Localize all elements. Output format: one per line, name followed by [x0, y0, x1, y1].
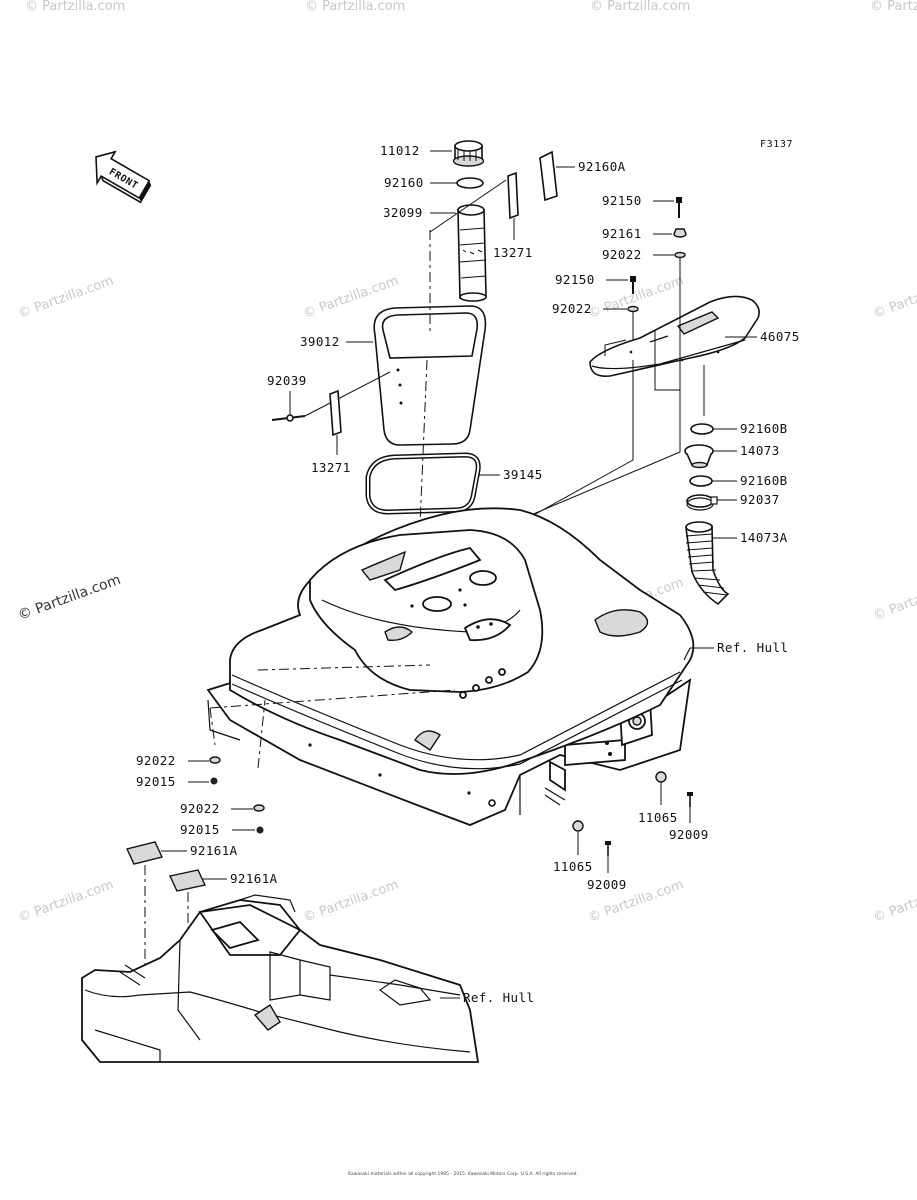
callout-92037: 92037 [740, 492, 780, 507]
figure-code: F3137 [760, 139, 793, 150]
gasket-39145 [367, 453, 480, 514]
screw-92009-a [687, 792, 693, 807]
pad-92161A-a [126, 841, 163, 865]
watermark: © Partzilla.com [870, 0, 917, 14]
pin-92039 [286, 414, 294, 422]
callout-92009-a: 92009 [669, 827, 709, 842]
o-ring-92160 [456, 177, 484, 189]
callout-92009-b: 92009 [587, 877, 627, 892]
callout-13271-left: 13271 [311, 460, 351, 475]
bolt-92150-mid [630, 276, 636, 294]
callout-92160B-b: 92160B [740, 473, 788, 488]
callout-39012: 39012 [300, 334, 340, 349]
callout-11065-a: 11065 [638, 810, 678, 825]
watermark: © Partzilla.com [871, 273, 917, 321]
pad-92160A [539, 150, 558, 202]
callout-92160: 92160 [384, 175, 424, 190]
nut-92015-a [210, 777, 218, 785]
watermark: © Partzilla.com [25, 0, 125, 14]
vent-cover-46075 [589, 295, 760, 378]
filler-neck-32099 [457, 204, 487, 302]
callout-14073A: 14073A [740, 530, 788, 545]
callout-92161A-a: 92161A [190, 843, 238, 858]
screw-92009-b [605, 841, 611, 856]
clamp-92037 [686, 494, 718, 511]
callout-13271-top: 13271 [493, 245, 533, 260]
grommet-92161 [673, 228, 687, 238]
ref-hull-callout-1: Ref. Hull [717, 640, 788, 655]
washer-92022-a [674, 251, 686, 259]
callout-92022-c: 92022 [136, 753, 176, 768]
callout-92160A: 92160A [578, 159, 626, 174]
watermark: © Partzilla.com [871, 575, 917, 623]
bolt-92150-top [676, 197, 682, 218]
filler-cap-11012 [452, 140, 485, 167]
fitting-14073 [684, 444, 714, 469]
callout-92015-a: 92015 [136, 774, 176, 789]
storage-box-39012 [373, 305, 487, 446]
washer-92022-b [627, 305, 639, 313]
callout-92039: 92039 [267, 373, 307, 388]
watermark: © Partzilla.com [305, 0, 405, 14]
watermark: © Partzilla.com [301, 877, 400, 925]
strap-13271-top [507, 171, 519, 220]
pad-92161A-b [168, 869, 207, 892]
hull-deck-illustration [206, 507, 695, 826]
callout-92015-b: 92015 [180, 822, 220, 837]
callout-46075: 46075 [760, 329, 800, 344]
front-arrow-icon: FRONT [95, 150, 152, 204]
watermark: © Partzilla.com [871, 877, 917, 925]
callout-92161A-b: 92161A [230, 871, 278, 886]
strap-13271-left [329, 389, 342, 437]
grommet-11065-b [572, 820, 584, 832]
callout-92160B-a: 92160B [740, 421, 788, 436]
o-ring-92160B-a [690, 423, 714, 435]
lower-hull-deck-illustration [81, 894, 480, 1063]
callout-39145: 39145 [503, 467, 543, 482]
watermark: © Partzilla.com [16, 877, 115, 925]
washer-92022-c [209, 756, 221, 764]
callout-92022-a: 92022 [602, 247, 642, 262]
ref-hull-callout-2: Ref. Hull [463, 990, 534, 1005]
watermark: © Partzilla.com [590, 0, 690, 14]
copyright-footer: Kawasaki materials within all copyright … [348, 1171, 578, 1177]
hose-14073A [685, 521, 730, 606]
callout-92022-d: 92022 [180, 801, 220, 816]
callout-14073: 14073 [740, 443, 780, 458]
callout-32099: 32099 [383, 205, 423, 220]
watermark: © Partzilla.com [16, 273, 115, 321]
grommet-11065-a [655, 771, 667, 783]
watermark: © Partzilla.com [16, 572, 123, 624]
callout-92022-b: 92022 [552, 301, 592, 316]
nut-92015-b [256, 826, 264, 834]
callout-92150-mid: 92150 [555, 272, 595, 287]
callout-11012: 11012 [380, 143, 420, 158]
washer-92022-d [253, 804, 265, 812]
callout-11065-b: 11065 [553, 859, 593, 874]
callout-92161: 92161 [602, 226, 642, 241]
callout-92150-top: 92150 [602, 193, 642, 208]
o-ring-92160B-b [689, 475, 713, 487]
